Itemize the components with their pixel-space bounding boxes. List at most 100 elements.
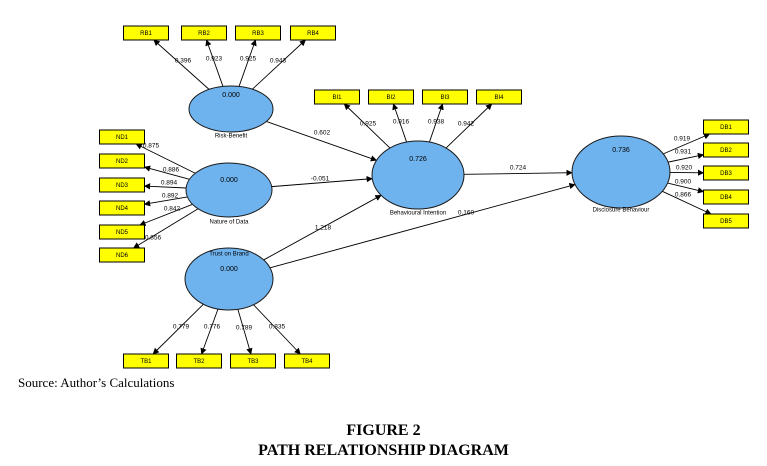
indicator-label: ND1 [116,135,129,141]
loading-value-bi4: 0.942 [458,121,475,128]
indicator-nd6: ND6 [99,247,145,263]
indicator-label: TB2 [193,359,205,365]
indicator-db2: DB2 [703,142,749,158]
loading-arrow-db5 [662,190,712,215]
indicator-bi3: BI3 [422,89,468,105]
indicator-db5: DB5 [703,213,749,229]
latent-r-squared: 0.000 [222,92,240,99]
indicator-box [99,177,145,193]
indicator-bi2: BI2 [368,89,414,105]
loading-arrow-nd6 [132,208,199,249]
indicator-tb3: TB3 [230,353,276,369]
indicator-db3: DB3 [703,165,749,181]
indicator-box [284,353,330,369]
loading-value-tb3: 0.789 [236,325,253,332]
latent-name: Risk-Benefit [215,134,248,140]
indicator-nd5: ND5 [99,224,145,240]
loading-value-nd2: 0.886 [163,167,180,174]
indicator-box [290,25,336,41]
loading-arrow-bi4 [445,103,493,149]
loading-value-db3: 0.920 [676,165,693,172]
loading-arrow-tb4 [253,304,301,355]
loading-arrow-rb2 [205,39,224,87]
loading-arrow-nd1 [135,143,196,174]
indicator-db1: DB1 [703,119,749,135]
indicator-box [99,129,145,145]
loading-value-tb4: 0.835 [269,324,286,331]
indicator-box [422,89,468,105]
indicator-box [181,25,227,41]
loading-arrow-nd5 [139,203,193,226]
figure-title: PATH RELATIONSHIP DIAGRAM [258,442,509,459]
loading-arrow-tb2 [200,308,219,355]
indicator-rb3: RB3 [235,25,281,41]
loading-value-db1: 0.919 [674,136,691,143]
loading-value-bi3: 0.938 [428,119,445,126]
indicator-box [99,200,145,216]
indicator-box [235,25,281,41]
indicator-label: RB1 [140,31,152,37]
loading-arrow-rb3 [238,39,257,87]
indicator-label: ND2 [116,159,129,165]
loading-arrow-nd3 [143,183,187,190]
latent-ellipse [188,85,274,133]
loading-arrow-tb1 [152,303,204,355]
loading-arrow-nd4 [143,196,188,207]
loading-value-nd6: 0.856 [145,235,162,242]
loading-value-rb2: 0.923 [206,56,223,63]
loading-arrow-rb1 [153,39,210,90]
path-coefficient-rb-bi: 0.602 [314,130,331,137]
path-coefficient-nd-bi: -0.051 [311,176,330,183]
indicator-nd3: ND3 [99,177,145,193]
loading-arrow-tb3 [237,309,253,355]
loading-value-nd4: 0.892 [162,193,179,200]
indicator-rb1: RB1 [123,25,169,41]
loading-value-rb4: 0.943 [270,58,287,65]
indicator-label: DB5 [720,219,732,225]
indicator-box [703,165,749,181]
indicator-box [703,189,749,205]
indicator-label: ND4 [116,206,129,212]
latent-name: Nature of Data [209,220,249,226]
indicator-nd1: ND1 [99,129,145,145]
latent-name: Trust on Brand [209,252,248,258]
source-note: Source: Author’s Calculations [18,375,175,390]
loading-value-db2: 0.931 [675,149,692,156]
indicator-label: DB2 [720,148,732,154]
indicator-box [476,89,522,105]
loading-value-bi2: 0.916 [393,119,410,126]
loading-arrow-nd2 [143,165,190,180]
path-arrow-bi-db [463,169,573,176]
indicator-label: ND3 [116,183,129,189]
loading-value-nd5: 0.842 [164,206,181,213]
loading-arrow-bi3 [428,103,444,143]
loading-value-rb1: 0.396 [175,58,192,65]
latent-r-squared: 0.000 [220,177,238,184]
loading-arrow-bi2 [392,103,408,143]
indicator-tb2: TB2 [176,353,222,369]
indicator-nd2: ND2 [99,153,145,169]
loading-value-nd1: 0.875 [143,143,160,150]
indicator-label: TB1 [140,359,152,365]
indicator-bi4: BI4 [476,89,522,105]
indicator-box [314,89,360,105]
latent-name: Disclosure Behaviour [593,208,650,214]
loading-value-nd3: 0.894 [161,180,178,187]
path-coefficient-tb-db: 0.160 [458,210,475,217]
loading-value-rb3: 0.925 [240,56,257,63]
latent-ellipse [571,135,671,209]
indicator-label: BI2 [386,95,396,101]
loading-value-db4: 0.900 [675,179,692,186]
latent-r-squared: 0.000 [220,266,238,273]
loading-arrow-rb4 [252,39,306,90]
indicator-box [99,224,145,240]
path-coefficient-bi-db: 0.724 [510,165,527,172]
indicator-box [703,119,749,135]
indicator-label: BI3 [440,95,450,101]
indicator-label: ND5 [116,230,129,236]
indicator-tb4: TB4 [284,353,330,369]
loading-value-db5: 0.866 [675,192,692,199]
indicator-label: BI4 [494,95,504,101]
